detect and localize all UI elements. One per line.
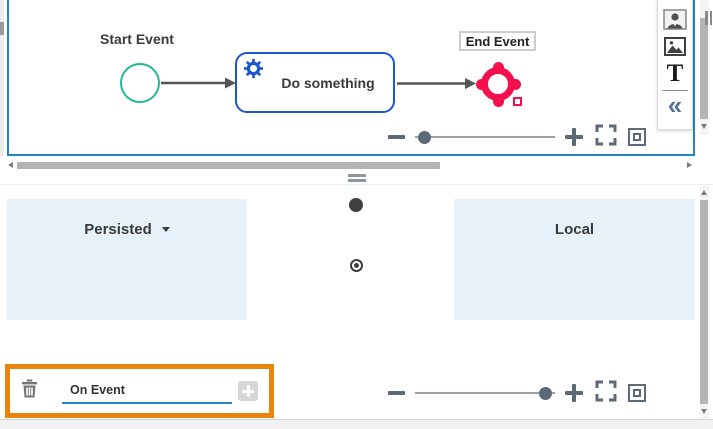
- left-edge-scrollbar[interactable]: [0, 0, 4, 156]
- horizontal-scroll-thumb[interactable]: [17, 162, 440, 169]
- fit-view-inner: [633, 133, 641, 141]
- zoom-slider-track[interactable]: [415, 136, 555, 138]
- zoom-slider[interactable]: [415, 130, 555, 144]
- collapse-icon[interactable]: «: [667, 90, 683, 121]
- top-vertical-scroll-thumb[interactable]: [700, 18, 708, 119]
- zoom-slider-thumb[interactable]: [418, 130, 432, 144]
- add-icon[interactable]: [238, 381, 258, 401]
- shape-palette: T «: [657, 0, 693, 130]
- connection-point-icon[interactable]: [492, 95, 504, 107]
- mini-end-node[interactable]: [349, 258, 363, 272]
- highlight-annotation: On Event: [5, 364, 274, 418]
- pane-splitter-handle[interactable]: [348, 174, 366, 182]
- palette-divider: [662, 90, 688, 91]
- trash-icon[interactable]: [21, 379, 38, 403]
- bottom-status-strip: [0, 419, 713, 429]
- fit-view-icon[interactable]: [628, 384, 646, 402]
- pane-zoom-control: [388, 380, 648, 407]
- right-splitter-grip-icon[interactable]: [705, 11, 713, 25]
- connection-point-icon[interactable]: [509, 78, 521, 90]
- local-panel: Local: [454, 199, 695, 320]
- zoom-slider[interactable]: [415, 386, 555, 400]
- scroll-up-icon[interactable]: [701, 190, 707, 195]
- event-name-value: On Event: [70, 382, 125, 397]
- persisted-label: Persisted: [84, 221, 152, 238]
- scroll-left-icon[interactable]: [8, 162, 13, 168]
- zoom-in-icon[interactable]: [565, 128, 583, 146]
- zoom-in-icon[interactable]: [565, 384, 583, 402]
- bottom-vertical-scroll-thumb[interactable]: [700, 200, 708, 404]
- mini-start-node[interactable]: [349, 198, 363, 212]
- scroll-right-icon[interactable]: [687, 162, 692, 168]
- zoom-slider-thumb[interactable]: [538, 386, 552, 400]
- gear-icon: [244, 59, 263, 83]
- text-tool-icon[interactable]: T: [666, 60, 684, 87]
- zoom-slider-track[interactable]: [415, 392, 555, 394]
- connection-point-icon[interactable]: [492, 61, 504, 73]
- persisted-dropdown[interactable]: Persisted: [7, 221, 247, 238]
- start-event-node[interactable]: [120, 63, 160, 103]
- left-edge-scroll-thumb[interactable]: [0, 22, 4, 35]
- end-event-node[interactable]: [475, 61, 522, 107]
- mini-end-core: [353, 262, 359, 268]
- persisted-panel: Persisted: [7, 199, 247, 320]
- fit-view-icon[interactable]: [628, 128, 646, 146]
- task-label: Do something: [281, 74, 375, 91]
- zoom-out-icon[interactable]: [388, 135, 405, 139]
- scroll-down-icon[interactable]: [701, 409, 707, 414]
- resize-handle[interactable]: [513, 97, 522, 106]
- fullscreen-icon[interactable]: [595, 124, 617, 151]
- participant-badge-icon[interactable]: [660, 6, 690, 33]
- zoom-out-icon[interactable]: [388, 391, 405, 395]
- task-node[interactable]: Do something: [235, 52, 395, 113]
- start-event-label: Start Event: [100, 31, 174, 47]
- chevron-down-icon: [161, 227, 170, 232]
- scroll-down-icon[interactable]: [701, 124, 707, 129]
- connection-point-icon[interactable]: [475, 78, 487, 90]
- local-label: Local: [554, 221, 595, 238]
- fit-view-inner: [633, 389, 641, 397]
- canvas-zoom-control: [388, 124, 648, 151]
- fullscreen-icon[interactable]: [595, 380, 617, 407]
- event-name-input[interactable]: On Event: [62, 379, 232, 404]
- image-icon[interactable]: [660, 33, 690, 60]
- end-event-label: End Event: [459, 31, 536, 51]
